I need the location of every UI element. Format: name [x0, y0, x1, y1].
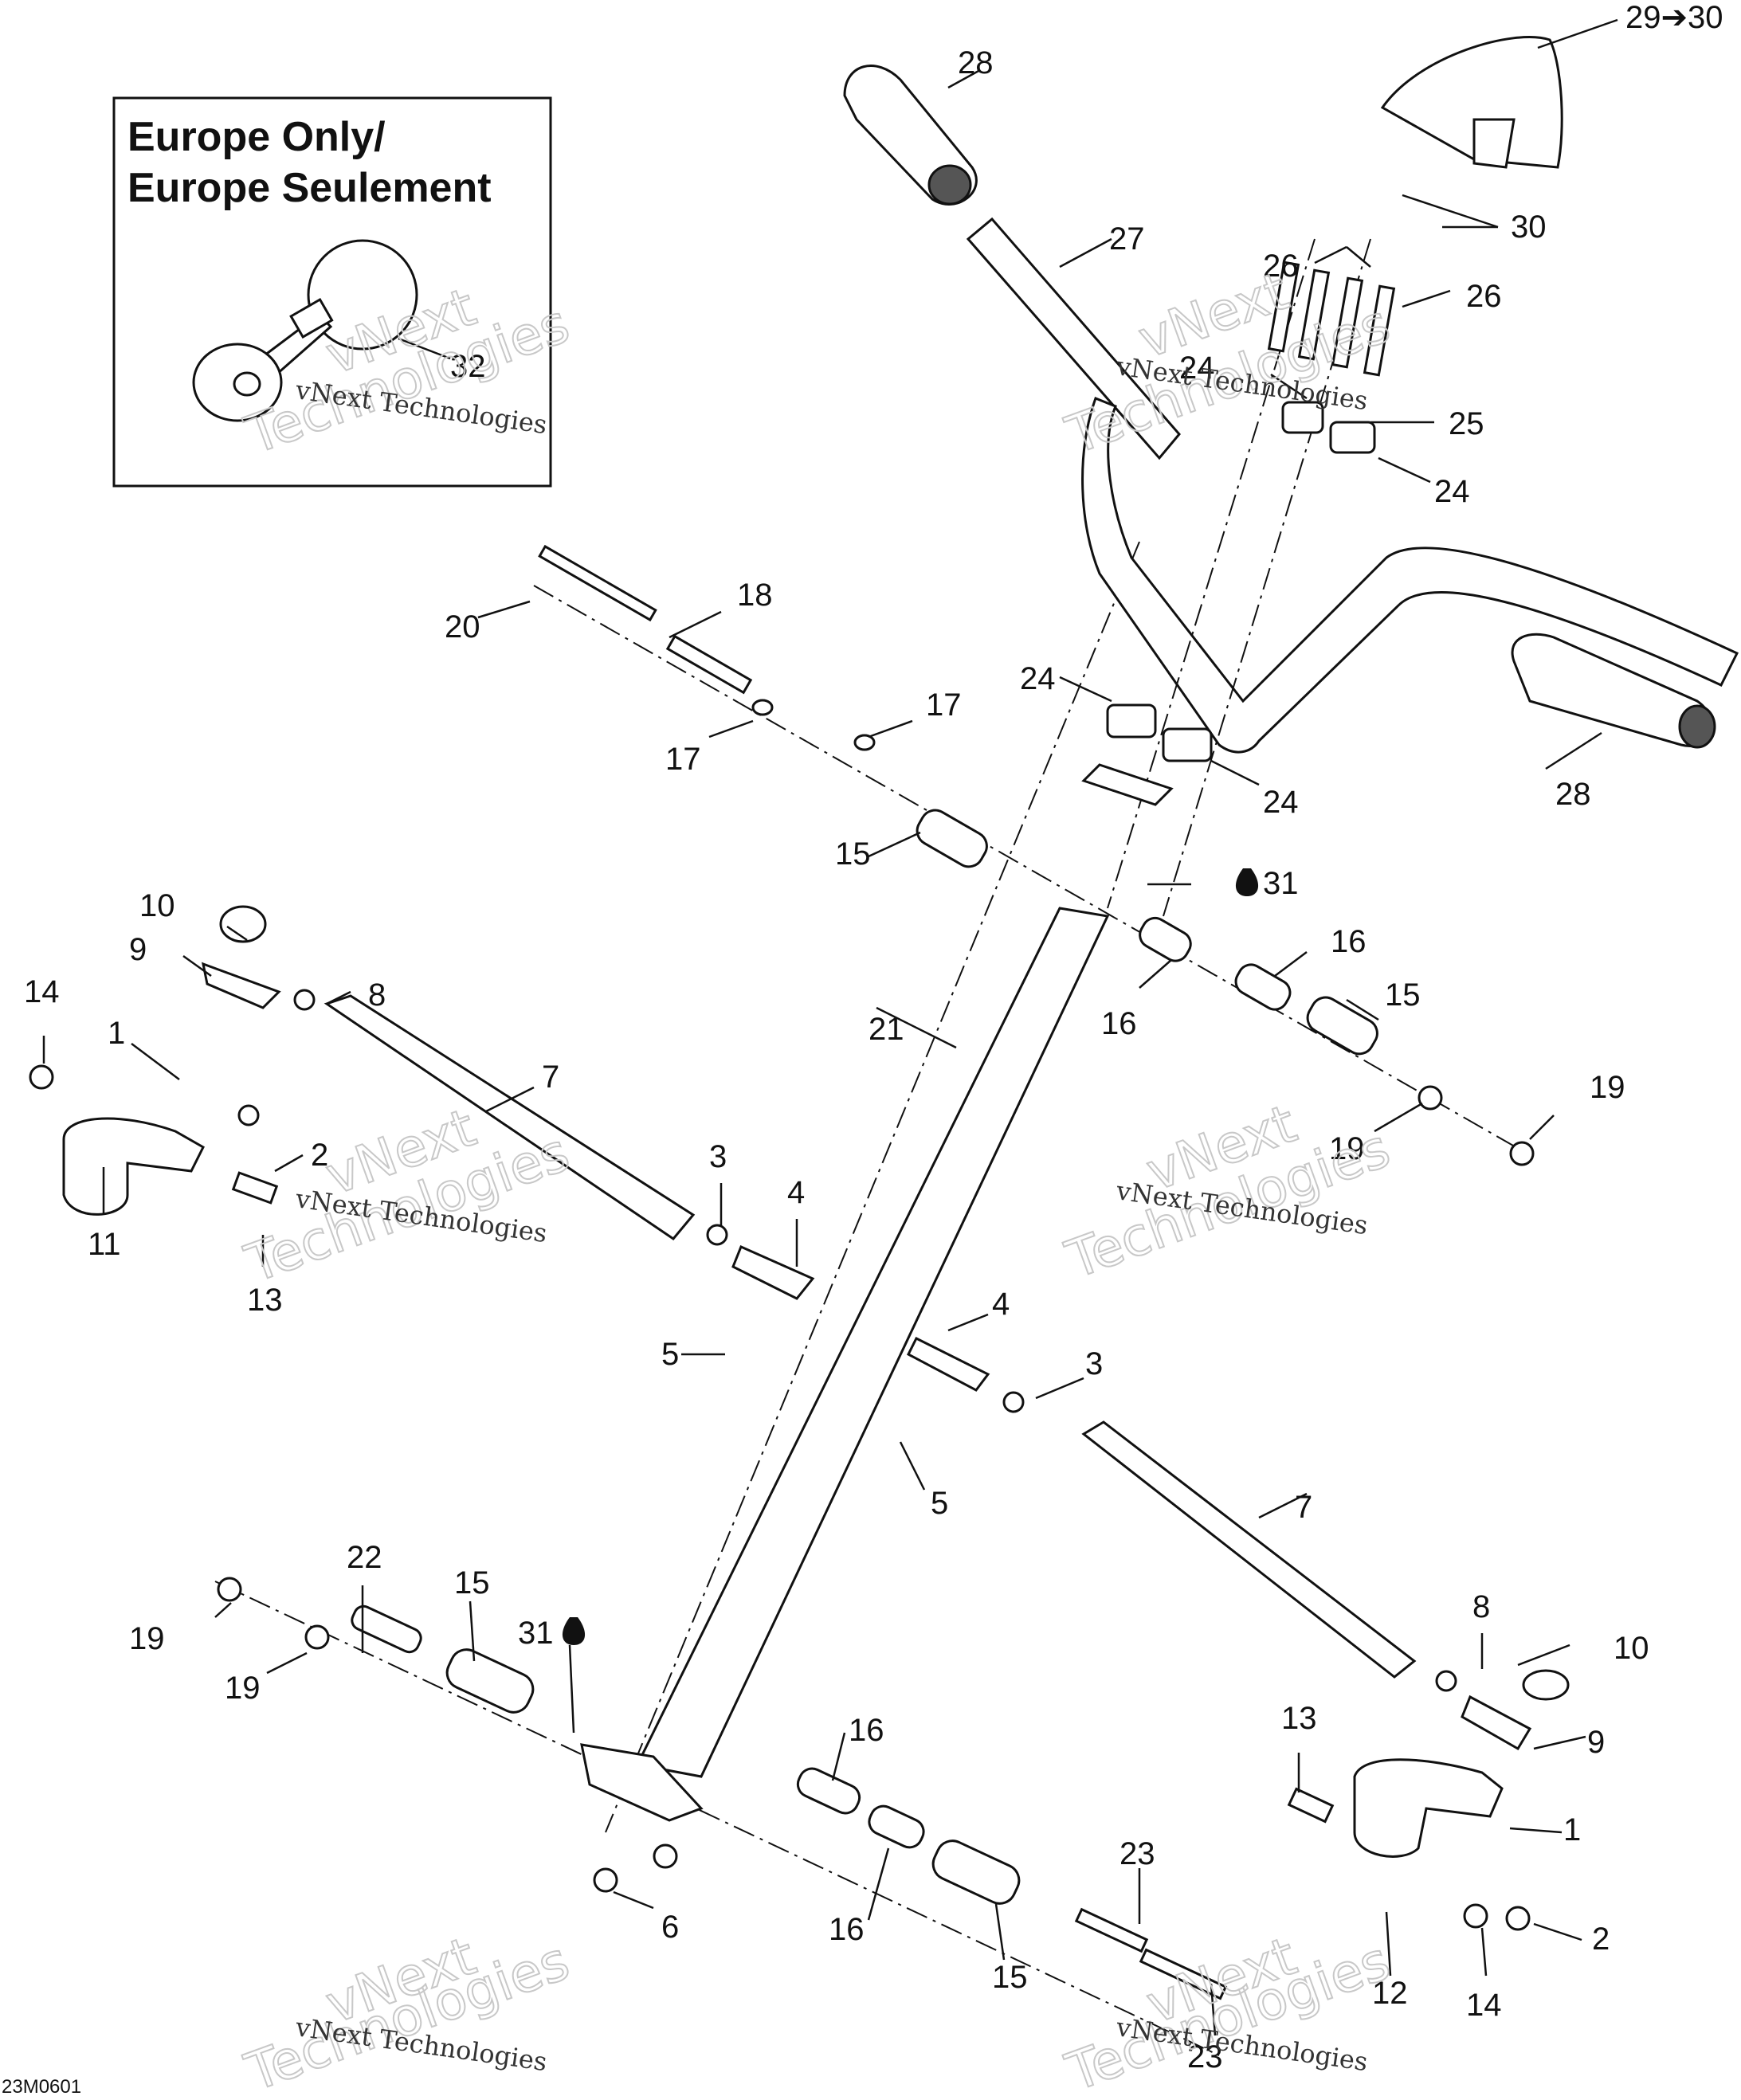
callout-28: 28: [958, 45, 994, 80]
callout-22: 22: [347, 1540, 382, 1575]
callout-11: 11: [88, 1227, 121, 1262]
callout-4: 4: [787, 1175, 805, 1210]
callout-13: 13: [1281, 1701, 1317, 1736]
callout-19: 19: [225, 1671, 261, 1706]
right-tierod-part-7: [907, 1336, 1570, 1931]
callout-14: 14: [24, 974, 60, 1009]
callout-3: 3: [1085, 1346, 1103, 1381]
callout-17: 17: [926, 688, 962, 723]
callout-15: 15: [1385, 978, 1421, 1013]
callout-6: 6: [661, 1910, 679, 1945]
callout-3: 3: [709, 1139, 727, 1174]
upper-tierod-assembly: [533, 544, 1535, 1166]
callout-26: 26: [1466, 279, 1502, 314]
callout-13: 13: [247, 1283, 283, 1318]
drawing-code: 23M0601: [2, 2076, 82, 2098]
watermark: vNext Technologies vNext Technologies: [1057, 1092, 1398, 1292]
callout-9: 9: [1587, 1725, 1605, 1760]
callout-30: 30: [1511, 210, 1547, 245]
callout-26: 26: [1263, 249, 1299, 284]
watermark: vNext Technologies vNext Technologies: [237, 1925, 578, 2100]
callout-7: 7: [542, 1060, 559, 1095]
inset-title: Europe Only/ Europe Seulement: [127, 112, 492, 214]
callout-24: 24: [1263, 785, 1299, 820]
grip-part-28-right: [1511, 633, 1716, 749]
callout-10: 10: [1614, 1631, 1649, 1666]
callout-24: 24: [1434, 474, 1470, 509]
callout-5: 5: [931, 1486, 948, 1521]
callout-5: 5: [661, 1337, 679, 1372]
callout-2: 2: [311, 1138, 328, 1173]
callout-17: 17: [665, 742, 701, 777]
callout-23: 23: [1119, 1836, 1155, 1871]
callout-21: 21: [869, 1012, 904, 1047]
grip-part-28-top: [843, 65, 978, 206]
inset-title-line2: Europe Seulement: [127, 165, 492, 211]
callout-24: 24: [1020, 661, 1056, 696]
lubricant-drop-icon: [1235, 868, 1259, 896]
lower-tierod-assembly: [214, 1577, 1228, 2056]
callout-27: 27: [1109, 221, 1145, 257]
callout-16: 16: [1331, 924, 1367, 959]
callout-16: 16: [1101, 1006, 1137, 1041]
callout-12: 12: [1372, 1976, 1408, 2011]
callout-10: 10: [139, 888, 175, 923]
callout-18: 18: [737, 578, 773, 613]
callout-31: 31: [1263, 866, 1299, 901]
watermark: vNext Technologies vNext Technologies: [1057, 1925, 1398, 2100]
cover-part-29: [1380, 36, 1563, 169]
callout-29-30: 29➔30: [1625, 0, 1723, 35]
callout-8: 8: [1472, 1589, 1490, 1624]
inset-title-line1: Europe Only/: [127, 114, 386, 160]
callout-19: 19: [1329, 1131, 1365, 1166]
callout-14: 14: [1466, 1988, 1502, 2023]
lubricant-drop-icon: [562, 1617, 586, 1645]
leader-lines: [42, 18, 1618, 2036]
callout-19: 19: [1590, 1070, 1625, 1105]
horn-part-32: [192, 239, 418, 422]
callout-1: 1: [1563, 1812, 1581, 1847]
clamps-part-24: [1081, 401, 1376, 806]
left-tierod-part-7: [29, 905, 815, 1300]
steering-column-part-21: [605, 541, 1140, 1833]
callout-19: 19: [129, 1621, 165, 1656]
callout-8: 8: [368, 978, 386, 1013]
callout-16: 16: [829, 1912, 865, 1947]
callout-31: 31: [518, 1616, 554, 1651]
callout-15: 15: [454, 1565, 490, 1600]
callout-24: 24: [1179, 351, 1215, 386]
callout-25: 25: [1449, 406, 1484, 441]
callout-23: 23: [1187, 2039, 1223, 2075]
callout-20: 20: [445, 609, 480, 644]
callout-2: 2: [1592, 1922, 1610, 1957]
watermark: vNext Technologies vNext Technologies: [237, 276, 578, 468]
inset-box: [112, 96, 552, 488]
callout-16: 16: [849, 1713, 884, 1748]
bolts-part-26: [1267, 261, 1396, 377]
callout-9: 9: [129, 932, 147, 967]
callout-1: 1: [108, 1016, 125, 1051]
callout-15: 15: [835, 836, 871, 872]
callout-4: 4: [992, 1287, 1010, 1322]
callout-7: 7: [1295, 1490, 1312, 1525]
callout-28: 28: [1555, 777, 1591, 812]
callout-15: 15: [992, 1960, 1028, 1995]
callout-32: 32: [450, 349, 486, 384]
